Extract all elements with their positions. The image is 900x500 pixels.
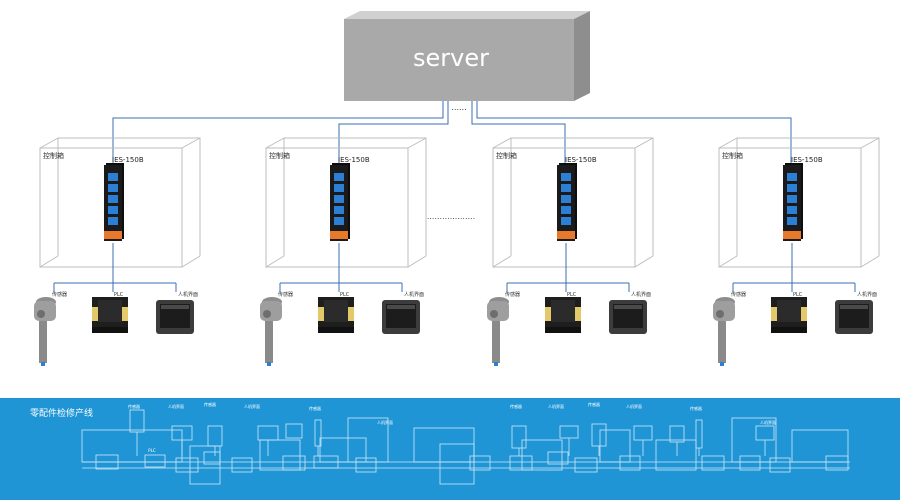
ethernet-port: [561, 206, 571, 214]
ethernet-port: [787, 195, 797, 203]
ethernet-port: [108, 206, 118, 214]
plc-label: PLC: [340, 292, 350, 298]
hmi-device: [835, 300, 873, 334]
between-boxes-ellipsis: ...................: [427, 212, 475, 221]
sensor-device: [260, 297, 282, 366]
line-device-label: 传感器: [510, 403, 522, 409]
line-device-label: 人机界面: [377, 419, 393, 425]
line-device-label: 传感器: [204, 401, 216, 407]
line-device-label: PLC: [148, 448, 156, 453]
hmi-device: [609, 300, 647, 334]
ethernet-port: [787, 184, 797, 192]
line-device-label: 人机界面: [244, 403, 260, 409]
plc-device: [318, 297, 354, 333]
sensor-device: [713, 297, 735, 366]
ethernet-port: [787, 173, 797, 181]
cabinet-label: 控制箱: [496, 151, 517, 160]
line-device-label: 传感器: [128, 403, 140, 409]
ethernet-port: [334, 195, 344, 203]
plc-label: PLC: [114, 292, 124, 298]
ies-150b-switch: [783, 163, 803, 241]
line-device-label: 传感器: [690, 405, 702, 411]
ethernet-port: [108, 173, 118, 181]
switch-label: IES-150B: [791, 156, 823, 164]
hmi-device: [156, 300, 194, 334]
hmi-label: 人机界面: [857, 291, 877, 298]
ies-150b-switch: [330, 163, 350, 241]
ethernet-port: [787, 217, 797, 225]
line-device-label: 传感器: [309, 405, 321, 411]
link-ellipsis: ......: [451, 103, 466, 112]
ethernet-port: [334, 206, 344, 214]
cabinet-label: 控制箱: [269, 151, 290, 160]
production-line-band: 零配件检修产线 传感器人机界面传感器人机界面传感器PLC人机界面传感器人机界面传…: [0, 398, 900, 500]
hmi-label: 人机界面: [631, 291, 651, 298]
production-line-title: 零配件检修产线: [30, 407, 93, 419]
control-cabinet: 控制箱 IES-150B 传感器 PLC 人机界面: [260, 137, 427, 366]
line-device-label: 人机界面: [626, 403, 642, 409]
plc-label: PLC: [793, 292, 803, 298]
plc-device: [771, 297, 807, 333]
sensor-label: 传感器: [278, 291, 293, 298]
sensor-device: [487, 297, 509, 366]
ethernet-port: [787, 206, 797, 214]
control-cabinet: 控制箱 IES-150B 传感器 PLC 人机界面: [713, 137, 880, 366]
ies-150b-switch: [557, 163, 577, 241]
ethernet-port: [561, 217, 571, 225]
ethernet-port: [561, 173, 571, 181]
sensor-device: [34, 297, 56, 366]
server-box: server: [344, 11, 590, 101]
switch-label: IES-150B: [112, 156, 144, 164]
control-cabinet: 控制箱 IES-150B 传感器 PLC 人机界面: [34, 137, 201, 366]
hmi-label: 人机界面: [404, 291, 424, 298]
ethernet-port: [108, 217, 118, 225]
sensor-label: 传感器: [731, 291, 746, 298]
sensor-label: 传感器: [505, 291, 520, 298]
ethernet-port: [334, 173, 344, 181]
server-links: [112, 101, 792, 165]
line-device-label: 人机界面: [760, 419, 776, 425]
line-device-label: 人机界面: [548, 403, 564, 409]
production-line-background: [0, 398, 900, 500]
line-device-label: 传感器: [588, 401, 600, 407]
server-label: server: [413, 44, 489, 72]
ethernet-port: [561, 184, 571, 192]
control-cabinet: 控制箱 IES-150B 传感器 PLC 人机界面: [487, 137, 654, 366]
cabinet-label: 控制箱: [43, 151, 64, 160]
plc-device: [92, 297, 128, 333]
ethernet-port: [561, 195, 571, 203]
sensor-label: 传感器: [52, 291, 67, 298]
hmi-label: 人机界面: [178, 291, 198, 298]
line-device-label: 人机界面: [168, 403, 184, 409]
ethernet-port: [108, 195, 118, 203]
switch-label: IES-150B: [565, 156, 597, 164]
switch-label: IES-150B: [338, 156, 370, 164]
plc-device: [545, 297, 581, 333]
ethernet-port: [334, 217, 344, 225]
ethernet-port: [108, 184, 118, 192]
hmi-device: [382, 300, 420, 334]
cabinet-label: 控制箱: [722, 151, 743, 160]
plc-label: PLC: [567, 292, 577, 298]
ies-150b-switch: [104, 163, 124, 241]
ethernet-port: [334, 184, 344, 192]
